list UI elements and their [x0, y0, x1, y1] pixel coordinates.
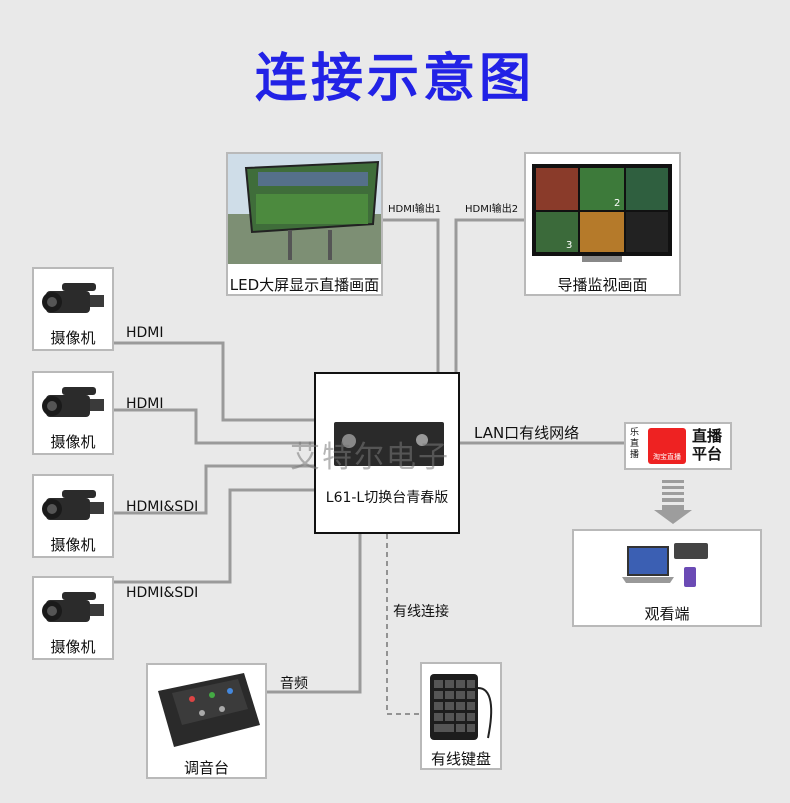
- hdmi-out1-label: HDMI输出1: [388, 200, 441, 215]
- mixer-icon: [152, 669, 264, 749]
- camera-1-link-label: HDMI: [126, 325, 164, 341]
- camera-3: 摄像机: [32, 474, 114, 558]
- keyboard-caption: 有线键盘: [422, 748, 500, 769]
- monitor-cell-2: 2: [614, 198, 620, 209]
- live-platform-panel: 乐 直 播 淘宝直播 直播 平台: [624, 422, 732, 470]
- watermark: 艾特尔电子: [290, 432, 450, 476]
- keyboard-panel: 有线键盘: [420, 662, 502, 770]
- camera-icon: [40, 279, 110, 319]
- platform-text: 直播 平台: [692, 427, 722, 463]
- led-screen-panel: LED大屏显示直播画面: [226, 152, 383, 296]
- wired-link-label: 有线连接: [393, 601, 449, 621]
- camera-caption: 摄像机: [34, 534, 112, 555]
- switcher-name: L61-L切换台青春版: [316, 487, 458, 507]
- camera-2-link-label: HDMI: [126, 396, 164, 412]
- camera-2: 摄像机: [32, 371, 114, 455]
- camera-caption: 摄像机: [34, 327, 112, 348]
- monitor-caption: 导播监视画面: [526, 274, 679, 295]
- mixer-caption: 调音台: [148, 757, 265, 778]
- keypad-icon: [422, 668, 500, 744]
- devices-icon: [622, 537, 722, 595]
- viewer-panel: 观看端: [572, 529, 762, 627]
- camera-icon: [40, 486, 110, 526]
- mixer-panel: 调音台: [146, 663, 267, 779]
- lan-label: LAN口有线网络: [474, 422, 579, 443]
- led-screen-image: [228, 154, 381, 264]
- camera-caption: 摄像机: [34, 636, 112, 657]
- led-screen-caption: LED大屏显示直播画面: [228, 274, 381, 295]
- hdmi-out2-label: HDMI输出2: [465, 200, 518, 215]
- platform-side-text: 乐 直 播: [630, 428, 644, 461]
- camera-3-link-label: HDMI&SDI: [126, 499, 198, 515]
- camera-icon: [40, 588, 110, 628]
- camera-1: 摄像机: [32, 267, 114, 351]
- taobao-live-icon: 淘宝直播: [648, 428, 686, 464]
- audio-link-label: 音频: [280, 673, 308, 693]
- monitor-cell-3: 3: [566, 240, 572, 251]
- camera-icon: [40, 383, 110, 423]
- camera-4-link-label: HDMI&SDI: [126, 585, 198, 601]
- monitor-panel: 2 3 导播监视画面: [524, 152, 681, 296]
- monitor-image: 2 3: [526, 154, 679, 264]
- camera-caption: 摄像机: [34, 431, 112, 452]
- viewer-caption: 观看端: [574, 603, 760, 624]
- camera-4: 摄像机: [32, 576, 114, 660]
